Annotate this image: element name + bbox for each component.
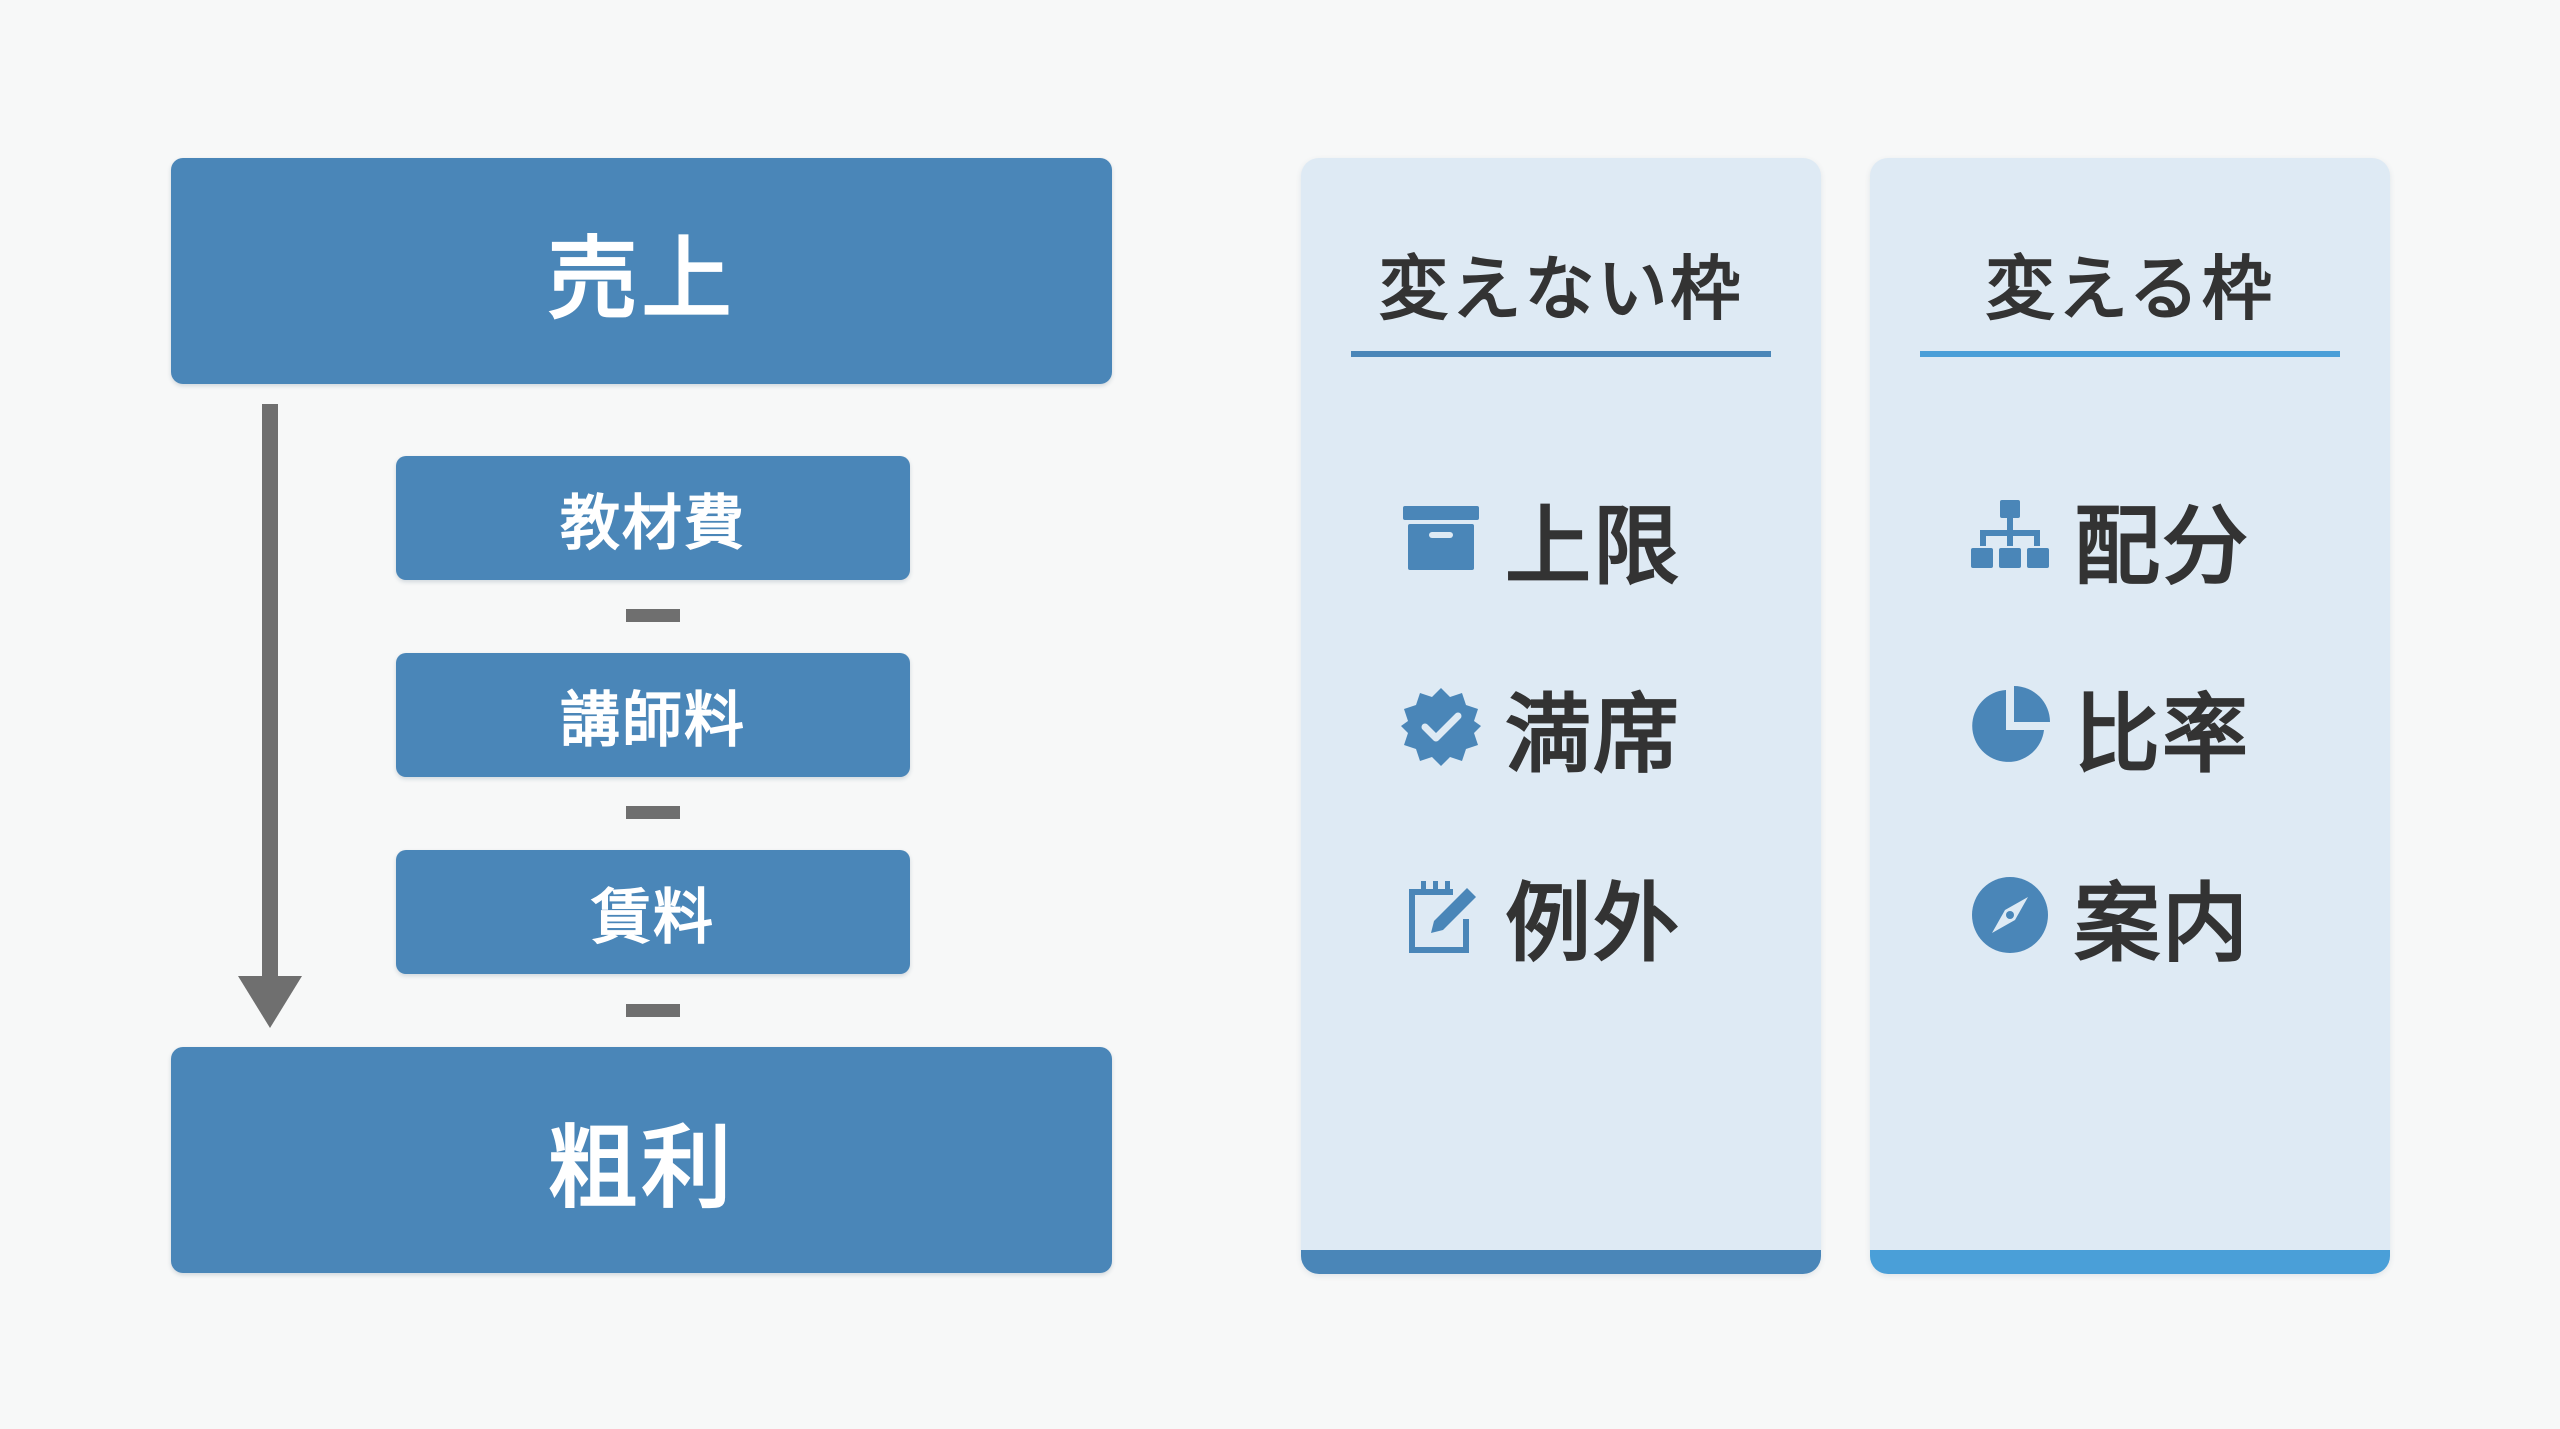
- fixed-item-exception: 例外: [1399, 860, 1681, 974]
- org-chart-icon: [1968, 496, 2052, 580]
- fixed-frame-panel: 変えない枠 上限 満席: [1301, 158, 1821, 1274]
- cost-box-rent: 賃料: [396, 850, 910, 974]
- cost-label-instructor: 講師料: [560, 685, 746, 756]
- flow-arrow-head-icon: [238, 976, 302, 1028]
- flexible-item-ratio: 比率: [1968, 671, 2250, 785]
- fixed-item-label: 上限: [1505, 496, 1681, 597]
- flexible-item-label: 案内: [2074, 873, 2250, 974]
- minus-sign-icon: [626, 1004, 680, 1017]
- flexible-item-label: 比率: [2074, 684, 2250, 785]
- fixed-frame-title: 変えない枠: [1378, 248, 1744, 330]
- fixed-item-full: 満席: [1399, 671, 1681, 785]
- gross-profit-box: 粗利: [171, 1047, 1112, 1273]
- flexible-frame-title: 変える枠: [1985, 248, 2275, 330]
- verified-check-badge-icon: [1399, 684, 1483, 768]
- fixed-item-label: 例外: [1505, 873, 1681, 974]
- revenue-box: 売上: [171, 158, 1112, 384]
- archive-box-icon: [1399, 496, 1483, 580]
- fixed-frame-title-rule: [1351, 351, 1771, 357]
- revenue-label: 売上: [547, 227, 736, 332]
- fixed-item-limit: 上限: [1399, 483, 1681, 597]
- flow-arrow-line: [262, 404, 278, 984]
- flexible-item-label: 配分: [2074, 496, 2250, 597]
- minus-sign-icon: [626, 609, 680, 622]
- cost-label-rent: 賃料: [591, 882, 715, 953]
- notepad-edit-icon: [1399, 873, 1483, 957]
- flexible-frame-panel: 変える枠 配分 比率: [1870, 158, 2390, 1274]
- fixed-frame-footer-bar: [1301, 1250, 1821, 1274]
- minus-sign-icon: [626, 806, 680, 819]
- fixed-item-label: 満席: [1505, 684, 1681, 785]
- flexible-item-guidance: 案内: [1968, 860, 2250, 974]
- compass-icon: [1968, 873, 2052, 957]
- cost-label-materials: 教材費: [560, 488, 746, 559]
- cost-box-instructor: 講師料: [396, 653, 910, 777]
- gross-profit-label: 粗利: [547, 1116, 736, 1221]
- pie-chart-icon: [1968, 684, 2052, 768]
- flexible-frame-footer-bar: [1870, 1250, 2390, 1274]
- flexible-frame-title-rule: [1920, 351, 2340, 357]
- cost-box-materials: 教材費: [396, 456, 910, 580]
- flexible-item-allocation: 配分: [1968, 483, 2250, 597]
